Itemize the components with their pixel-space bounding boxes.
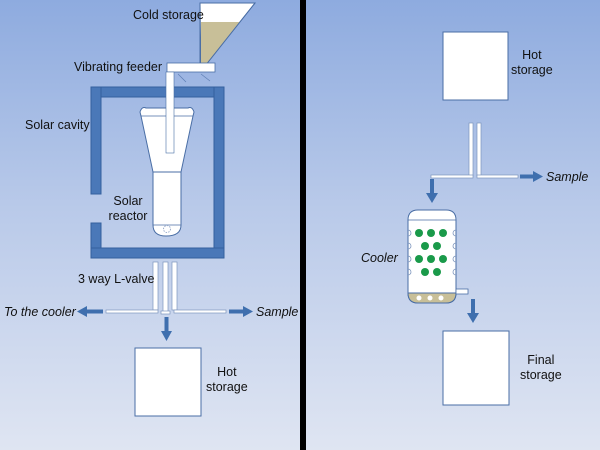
- feed-tube: [165, 71, 175, 154]
- label-cold-storage: Cold storage: [133, 8, 204, 22]
- cooler-particles: [415, 229, 447, 276]
- hot-storage-left-box: [134, 347, 202, 417]
- label-sample-left: Sample: [256, 305, 299, 319]
- final-storage-box: [442, 330, 510, 406]
- label-hot-storage-right-line1: Hot: [522, 48, 542, 62]
- arrow-to-cooler-down: [426, 179, 438, 203]
- vibrating-feeder: [166, 62, 216, 83]
- arrow-sample-left: [229, 306, 253, 317]
- label-solar-cavity: Solar cavity: [25, 118, 90, 132]
- arrow-to-hot-storage: [161, 317, 172, 341]
- arrow-sample-right: [520, 171, 543, 182]
- cold-storage-hopper: [199, 2, 257, 73]
- label-hot-storage-right: Hot storage: [511, 48, 553, 78]
- arrow-to-cooler: [77, 306, 103, 317]
- arrow-to-final-storage: [467, 299, 479, 323]
- label-solar-reactor-line2: reactor: [108, 209, 148, 223]
- label-final-storage: Final storage: [520, 353, 562, 383]
- cooler: [407, 209, 469, 304]
- label-final-storage-line1: Final: [527, 353, 555, 367]
- label-hot-storage-left: Hot storage: [206, 365, 248, 395]
- label-l-valve: 3 way L-valve: [78, 272, 155, 286]
- label-vibrating-feeder: Vibrating feeder: [74, 60, 163, 74]
- label-hot-storage-left-line2: storage: [206, 380, 248, 394]
- label-solar-reactor-line1: Solar: [113, 194, 143, 208]
- label-solar-reactor: Solar reactor: [106, 194, 150, 224]
- label-hot-storage-right-line2: storage: [511, 63, 553, 77]
- label-hot-storage-left-line1: Hot: [217, 365, 237, 379]
- label-sample-right: Sample: [546, 170, 589, 184]
- hot-storage-right-box: [442, 31, 509, 101]
- solar-cavity: [90, 86, 225, 259]
- panel-divider: [300, 0, 306, 450]
- l-valve: [105, 261, 227, 315]
- label-cooler: Cooler: [361, 251, 398, 265]
- transfer-pipe: [430, 122, 519, 179]
- label-to-the-cooler: To the cooler: [4, 305, 76, 319]
- label-final-storage-line2: storage: [520, 368, 562, 382]
